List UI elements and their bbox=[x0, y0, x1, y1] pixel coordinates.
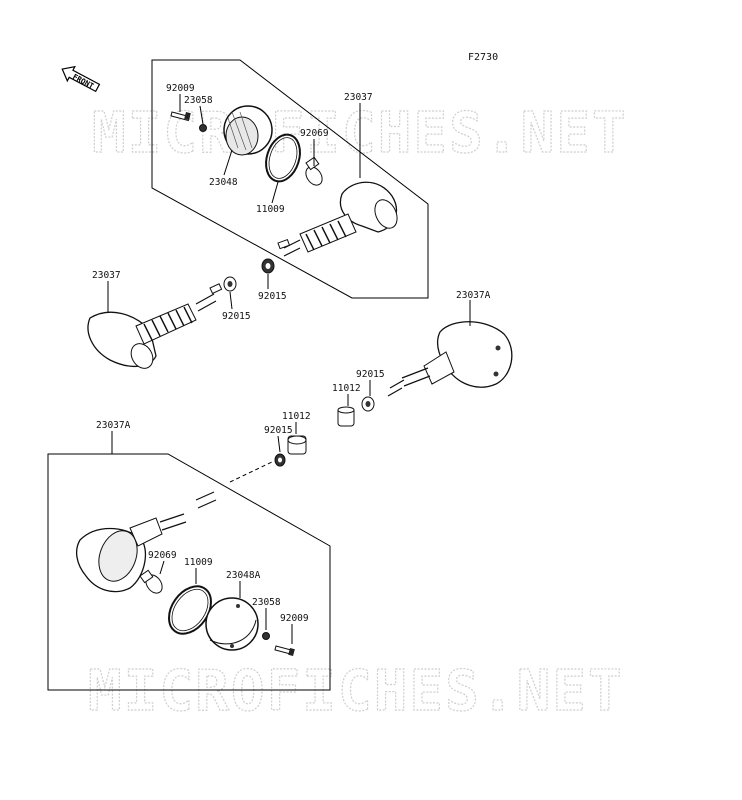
left-grommet bbox=[223, 276, 237, 292]
label-lower-lens: 23048A bbox=[226, 570, 261, 581]
middle-collar bbox=[287, 435, 307, 455]
label-lower-housing: 23037A bbox=[96, 420, 131, 431]
front-label: FRONT bbox=[71, 72, 96, 91]
label-lower-bulb: 92069 bbox=[148, 550, 177, 561]
leader bbox=[159, 560, 165, 575]
leader bbox=[229, 291, 233, 310]
left-signal-housing bbox=[87, 283, 223, 369]
leader bbox=[199, 105, 204, 125]
label-lower-washer: 23058 bbox=[252, 597, 281, 608]
lower-bolt bbox=[274, 645, 295, 657]
lower-gasket bbox=[168, 585, 212, 635]
upper-grommet bbox=[261, 258, 275, 274]
label-right-collar: 11012 bbox=[332, 383, 361, 394]
lower-washer bbox=[262, 632, 270, 640]
label-lower-bolt: 92009 bbox=[280, 613, 309, 624]
connector-line bbox=[229, 461, 273, 483]
upper-lens bbox=[223, 105, 273, 156]
leader bbox=[271, 181, 279, 204]
label-upper-grommet: 92015 bbox=[258, 291, 287, 302]
lower-assembly-frame bbox=[47, 453, 331, 691]
label-left-housing: 23037 bbox=[92, 270, 121, 281]
label-left-grommet: 92015 bbox=[222, 311, 251, 322]
right-grommet bbox=[361, 396, 375, 412]
figure-code: F2730 bbox=[468, 52, 498, 63]
label-upper-bolt: 92009 bbox=[166, 83, 195, 94]
label-upper-gasket: 11009 bbox=[256, 204, 285, 215]
label-upper-bulb: 92069 bbox=[300, 128, 329, 139]
front-arrow-icon: FRONT bbox=[61, 65, 101, 93]
upper-gasket bbox=[265, 133, 301, 183]
upper-housing bbox=[277, 181, 398, 257]
label-upper-housing: 23037 bbox=[344, 92, 373, 103]
right-signal-housing bbox=[387, 321, 513, 397]
lower-housing bbox=[75, 491, 217, 593]
watermark-top: MICROFICHES.NET bbox=[92, 101, 628, 166]
upper-bolt bbox=[170, 111, 191, 122]
middle-grommet bbox=[274, 453, 286, 467]
label-upper-washer: 23058 bbox=[184, 95, 213, 106]
label-middle-grommet: 92015 bbox=[264, 425, 293, 436]
upper-washer bbox=[199, 124, 207, 132]
lower-bulb bbox=[139, 569, 163, 594]
label-lower-gasket: 11009 bbox=[184, 557, 213, 568]
label-upper-lens: 23048 bbox=[209, 177, 238, 188]
upper-bulb bbox=[305, 156, 323, 186]
label-middle-collar: 11012 bbox=[282, 411, 311, 422]
leader bbox=[277, 435, 281, 453]
upper-assembly-frame bbox=[151, 59, 429, 299]
watermark-bottom: MICROFICHES.NET bbox=[88, 659, 624, 724]
leader bbox=[223, 149, 233, 176]
lower-lens bbox=[205, 597, 259, 651]
label-right-housing: 23037A bbox=[456, 290, 491, 301]
label-right-grommet: 92015 bbox=[356, 369, 385, 380]
right-collar bbox=[337, 406, 355, 427]
